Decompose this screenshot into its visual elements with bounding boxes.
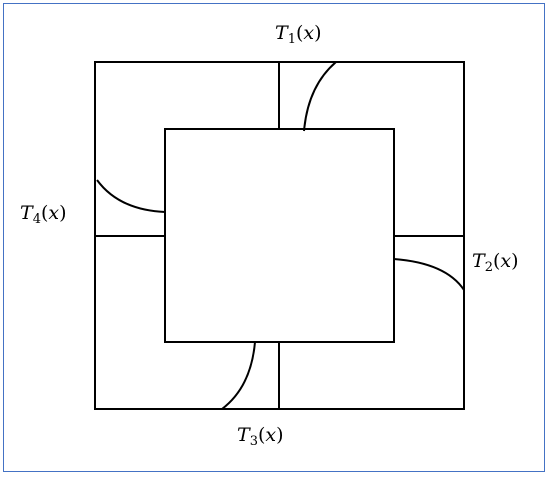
- left-curve: [96, 179, 166, 213]
- label-t2: T2(x): [472, 250, 519, 275]
- figure-frame: [3, 3, 545, 472]
- inner-square: [164, 128, 395, 343]
- label-t1: T1(x): [275, 22, 322, 47]
- top-curve: [303, 61, 337, 132]
- bottom-curve: [221, 341, 256, 410]
- label-t3: T3(x): [237, 424, 284, 449]
- label-t4: T4(x): [20, 202, 67, 227]
- right-curve: [393, 258, 465, 291]
